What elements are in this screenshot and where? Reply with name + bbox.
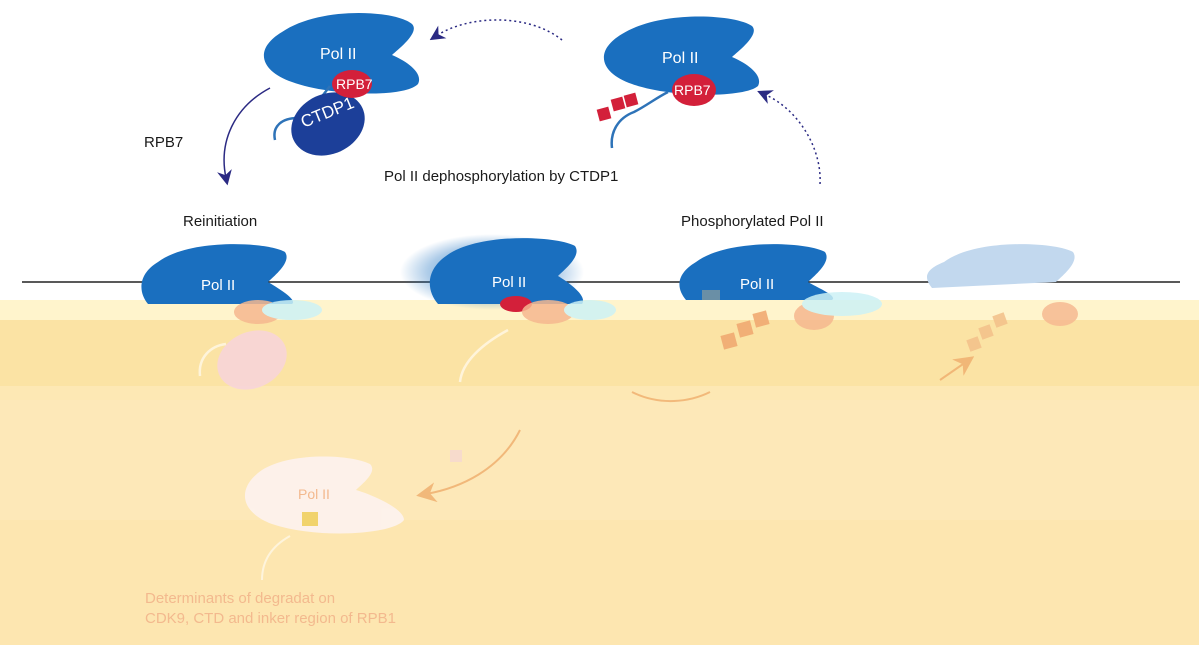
rpb7-label-top-right: RPB7	[674, 82, 711, 98]
rpb7-side-label: RPB7	[144, 134, 184, 151]
faint-degradation-arrow	[416, 429, 521, 503]
faint-phospho	[966, 336, 982, 352]
faint-tail-degraded	[261, 535, 291, 581]
reinitiation-arrow	[217, 87, 271, 186]
dephosphorylation-label: Pol II dephosphorylation by CTDP1	[384, 168, 619, 185]
phospho-square	[623, 92, 639, 108]
phosphorylated-pol2-complex	[596, 16, 760, 149]
phospho-marker	[702, 290, 720, 300]
faint-curve	[631, 391, 711, 402]
faint-phospho	[978, 324, 994, 340]
phosphorylation-arrow	[757, 90, 821, 185]
faint-phospho	[992, 312, 1008, 328]
faint-marker-degraded	[302, 512, 318, 526]
faint-phospho	[752, 310, 770, 328]
faint-rpb7-2	[522, 300, 574, 324]
phospho-square	[596, 106, 612, 122]
pol2-ctdp1-complex	[263, 12, 420, 156]
faded-band-lower-strip	[0, 400, 1199, 520]
ctdp1-shape	[291, 92, 365, 156]
faint-highlight-3	[802, 292, 882, 316]
pol2-shape-row-3	[679, 244, 834, 300]
faint-phospho	[720, 332, 738, 350]
faint-highlight-1	[262, 300, 322, 320]
pol2-shape-row-1	[141, 244, 294, 304]
pol2-label-degraded: Pol II	[298, 486, 330, 502]
pol2-shape	[263, 12, 420, 94]
faded-lower-elements	[198, 292, 1078, 581]
ctd-tail-top-right	[610, 90, 669, 149]
pol2-elongation	[400, 234, 584, 312]
pol2-faded	[927, 244, 1075, 288]
rpb7-label-top-left: RPB7	[336, 76, 373, 92]
phospho-square	[610, 96, 626, 112]
pol2-label-row-1: Pol II	[201, 277, 236, 294]
pol2-shape-faded	[927, 244, 1075, 288]
reinitiation-label: Reinitiation	[183, 213, 258, 230]
degraded-pol2-shape	[244, 456, 404, 534]
phosphorylated-label: Phosphorylated Pol II	[681, 213, 824, 230]
pol2-phosphorylated-row	[679, 244, 834, 300]
rpb7-shape	[332, 70, 372, 98]
faint-rpb7-4	[1042, 302, 1078, 326]
faded-band-bottom-strip	[0, 520, 1199, 645]
faint-arrow-right	[939, 356, 975, 381]
pol2-label-top-left: Pol II	[320, 46, 357, 63]
faint-marker	[450, 450, 462, 462]
pol2-label-row-3: Pol II	[740, 276, 775, 293]
faint-tail-2	[458, 328, 509, 383]
pol2-shape-row-2	[429, 238, 584, 304]
pol2-reinitiation	[141, 244, 294, 304]
pol2-label-row-2: Pol II	[492, 274, 527, 291]
pol2-shape-top-right	[603, 16, 760, 95]
rpb7-shape-top-right	[672, 74, 716, 106]
recycle-arrow	[429, 19, 563, 41]
faint-tail-1	[198, 342, 227, 377]
pol2-label-top-right: Pol II	[662, 50, 699, 67]
faint-ctdp1	[217, 330, 287, 390]
determinants-line-2: CDK9, CTD and inker region of RPB1	[145, 610, 396, 627]
determinants-line-1: Determinants of degradat on	[145, 590, 336, 607]
faint-highlight-2	[564, 300, 616, 320]
faint-phospho	[736, 320, 754, 338]
